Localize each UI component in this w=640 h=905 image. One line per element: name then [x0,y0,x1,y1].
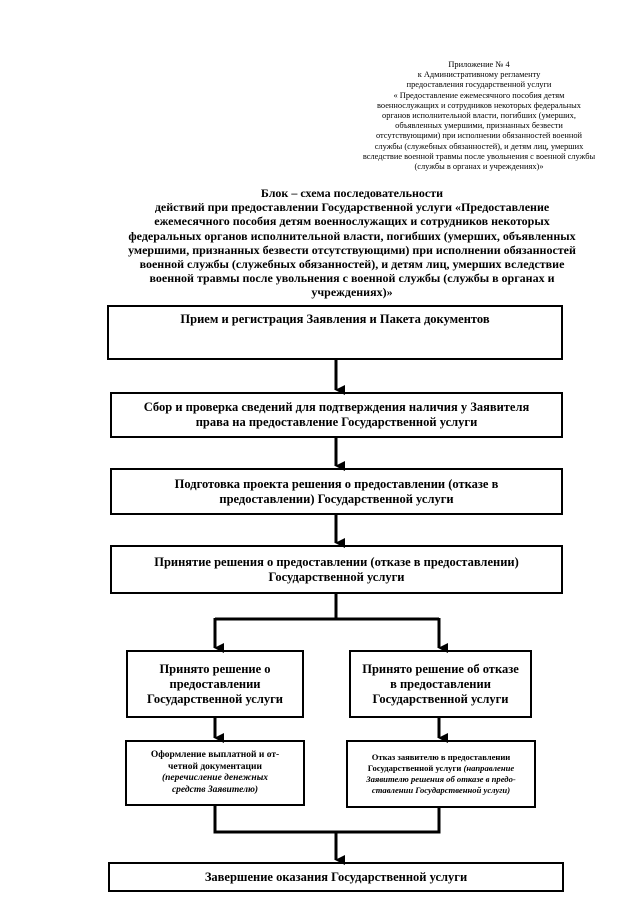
title-line: военной травмы после увольнения с военно… [149,271,555,286]
title-line: ежемесячного пособия детям военнослужащи… [154,214,550,229]
scheme-title: Блок – схема последовательности действий… [104,186,600,300]
step-label: Оформление выплатной и от- [150,750,280,760]
title-line: учреждениях)» [311,285,393,300]
step-label: Принятие решения о предоставлении (отказ… [154,554,519,569]
title-line: умершими, признанных безвести отсутствую… [128,242,576,257]
step-label: Государственной услуги [268,569,405,584]
step-label: Государственной услуги [367,763,464,773]
step-reception: Прием и регистрация Заявления и Пакета д… [107,305,563,360]
step-note: (направление [463,763,515,773]
step-label: Принято решение о [159,661,271,676]
step-decision: Принятие решения о предоставлении (отказ… [110,545,563,594]
step-draft: Подготовка проекта решения о предоставле… [110,468,563,515]
appendix-line: органов исполнительной власти, погибших … [382,111,576,121]
step-note: ставлении Государственной услуги) [371,785,511,795]
step-collection: Сбор и проверка сведений для подтвержден… [110,392,563,438]
join-connector-left [213,806,336,834]
step-label: Отказ заявителю в предоставлении [371,752,511,762]
step-label: права на предоставление Государственной … [195,415,478,429]
step-approved: Принято решение о предоставлении Государ… [126,650,304,718]
appendix-header: Приложение № 4 к Административному регла… [348,60,610,172]
step-note: Заявителю решения об отказе в предо- [366,774,516,784]
appendix-line: к Административному регламенту [417,70,541,80]
title-line: действий при предоставлении Государствен… [154,200,550,215]
appendix-line: службы (служебных обязанностей), и детям… [374,141,584,151]
step-label: Завершение оказания Государственной услу… [204,869,468,884]
title-line: Блок – схема последовательности [260,186,444,200]
step-payment: Оформление выплатной и от- четной докуме… [125,740,305,806]
step-refusal-notice: Отказ заявителю в предоставлении Государ… [346,740,536,808]
appendix-line: объявленных умершими, признанных безвест… [395,121,563,131]
step-label: Государственной услуги [147,691,283,706]
appendix-line: вследствие военной травмы после увольнен… [362,151,596,161]
step-label: Принято решение об отказе [362,661,519,676]
step-label: предоставлении) Государственной услуги [219,491,454,506]
title-line: федеральных органов исполнительной власт… [128,228,576,243]
step-label: предоставлении [169,676,261,691]
step-note: (перечисление денежных [161,773,269,783]
appendix-line: предоставления государственной услуги [406,80,552,90]
split-connector [215,594,338,621]
appendix-line: Приложение № 4 [448,60,510,69]
step-label: четной документации [168,761,262,772]
step-note: средств Заявителю) [171,784,259,795]
appendix-line: (службы в органах и учреждениях)» [414,162,544,172]
appendix-line: « Предоставление ежемесячного пособия де… [393,90,565,100]
appendix-line: военнослужащих и сотрудников некоторых ф… [377,100,581,110]
appendix-line: отсутствующими) при исполнении обязаннос… [375,131,583,141]
step-refused: Принято решение об отказе в предоставлен… [349,650,532,718]
step-label-row: Государственной услуги (направление [368,763,514,774]
step-completion: Завершение оказания Государственной услу… [108,862,564,892]
title-line: военной службы (служебных обязанностей),… [139,257,565,272]
step-label: Государственной услуги [372,691,509,706]
step-label: в предоставлении [390,676,491,691]
step-label: Подготовка проекта решения о предоставле… [174,476,499,491]
step-label: Прием и регистрация Заявления и Пакета д… [180,312,490,326]
step-label: Сбор и проверка сведений для подтвержден… [143,400,530,414]
join-connector-right [336,808,441,834]
